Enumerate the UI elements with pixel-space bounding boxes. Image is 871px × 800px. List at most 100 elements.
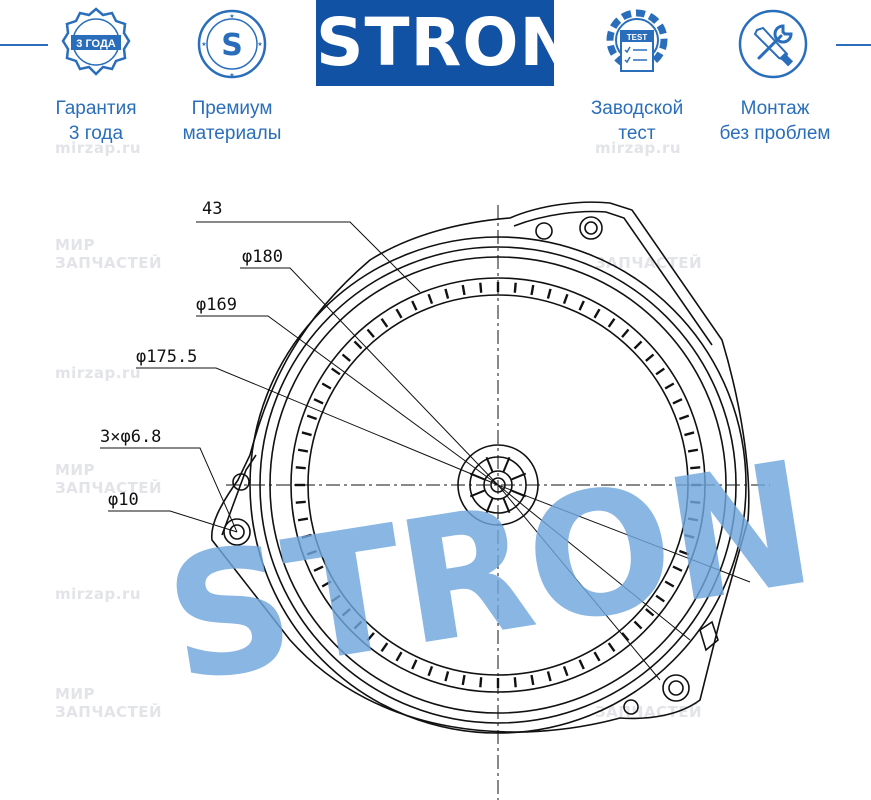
rib	[678, 549, 690, 556]
rib	[461, 674, 466, 686]
dim-phi169-label: φ169	[196, 295, 237, 315]
rib	[655, 594, 665, 603]
watermark-site: mirzap.ru	[55, 139, 142, 157]
rib	[687, 517, 699, 522]
rib	[297, 448, 309, 453]
rib	[645, 353, 655, 362]
badge-factory-test-line1: Заводской	[590, 98, 684, 119]
rib	[655, 367, 665, 376]
badge-premium-line2: материалы	[182, 123, 282, 144]
rib	[411, 659, 418, 670]
rib	[313, 565, 324, 572]
rib	[684, 431, 695, 437]
rib	[306, 549, 318, 556]
rib	[546, 288, 552, 299]
rib	[479, 282, 483, 293]
rib	[513, 282, 517, 293]
rib	[306, 414, 318, 421]
rib	[690, 500, 701, 504]
rib	[321, 580, 332, 588]
rib	[295, 500, 306, 504]
rib	[633, 620, 643, 630]
badge-factory-test: Заводской тест	[572, 96, 702, 146]
watermark-line2: ЗАПЧАСТЕЙ	[55, 254, 163, 272]
rib	[444, 671, 450, 682]
rib	[578, 659, 585, 670]
badge-easy-install-line2: без проблем	[719, 123, 831, 144]
rib	[444, 288, 450, 299]
premium-s-icon: ★ ★ ★ ★ S	[197, 9, 267, 79]
rib	[664, 580, 675, 588]
test-icon-text: TEST	[627, 33, 648, 42]
dim-phi175-label: φ175.5	[136, 347, 197, 367]
flange-outline	[210, 201, 750, 733]
rib	[513, 677, 517, 688]
rib	[427, 665, 434, 677]
hub-spoke	[502, 456, 511, 473]
rib	[321, 382, 332, 390]
rib	[427, 293, 434, 305]
svg-text:★: ★	[229, 72, 234, 79]
rib	[530, 674, 535, 686]
rib	[380, 642, 389, 652]
svg-text:★: ★	[229, 13, 234, 20]
dim-phi180-label: φ180	[242, 247, 283, 267]
watermark-line2: ЗАПЧАСТЕЙ	[595, 703, 703, 721]
header-frame-line	[0, 44, 871, 46]
rib	[331, 594, 341, 603]
dim-phi10-label: φ10	[108, 490, 139, 510]
rib	[353, 620, 363, 630]
premium-icon-letter: S	[221, 28, 243, 63]
dim-holes-label: 3×φ6.8	[100, 427, 161, 447]
hub-spoke	[510, 472, 527, 481]
rib	[301, 533, 312, 539]
rib	[607, 642, 616, 652]
rib	[353, 340, 363, 350]
watermark-line1: МИР	[55, 685, 95, 703]
rib	[687, 448, 699, 453]
rib	[664, 382, 675, 390]
rib	[562, 665, 569, 677]
badge-warranty: Гарантия 3 года	[36, 96, 156, 146]
watermark-line1: МИР	[55, 461, 95, 479]
watermark-line2: ЗАПЧАСТЕЙ	[595, 254, 703, 272]
ribbed-ring	[295, 282, 701, 688]
rib	[297, 517, 309, 522]
badge-warranty-line1: Гарантия	[55, 98, 137, 119]
rib	[672, 565, 683, 572]
rib	[633, 340, 643, 350]
rib	[562, 293, 569, 305]
rib	[578, 300, 585, 311]
rib	[607, 318, 616, 328]
badge-premium: Премиум материалы	[167, 96, 297, 146]
rib	[684, 533, 695, 539]
hub-spoke	[485, 497, 494, 514]
svg-text:★: ★	[201, 41, 206, 48]
rib	[461, 284, 466, 296]
rib	[411, 300, 418, 311]
rib	[645, 608, 655, 617]
rib	[313, 398, 324, 405]
badge-premium-line1: Премиум	[191, 98, 273, 119]
center-lines	[226, 205, 770, 800]
leader-lines	[100, 221, 751, 681]
hub-spoke	[469, 489, 486, 498]
rib	[593, 651, 601, 662]
badge-easy-install-line1: Монтаж	[740, 98, 810, 119]
rib	[395, 651, 403, 662]
tools-icon	[738, 9, 808, 79]
watermark-line1: МИР	[55, 236, 95, 254]
rib	[479, 677, 483, 688]
rib	[672, 398, 683, 405]
rib	[366, 632, 375, 642]
watermark-site: mirzap.ru	[595, 139, 682, 157]
rib	[546, 671, 552, 682]
rib	[690, 466, 701, 470]
rib	[341, 353, 351, 362]
hub-spoke	[502, 497, 511, 514]
watermark-site: mirzap.ru	[55, 364, 142, 382]
test-gear-icon: TEST	[606, 9, 668, 72]
